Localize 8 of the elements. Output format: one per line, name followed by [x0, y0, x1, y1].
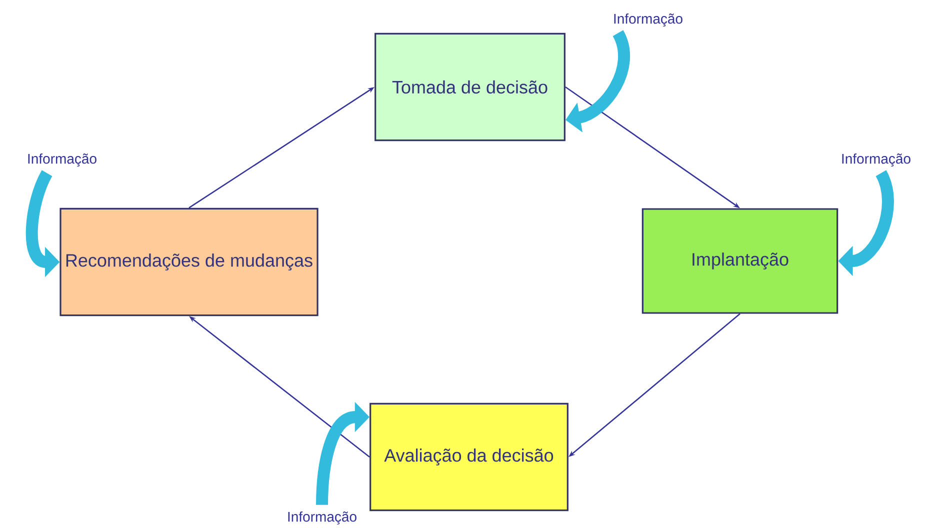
info-label: Informação — [842, 153, 910, 167]
info-label: Informação — [288, 511, 356, 525]
process-box: Tomada de decisão — [374, 32, 566, 142]
process-box: Avaliação da decisão — [370, 402, 568, 512]
info-label: Informação — [28, 153, 96, 167]
info-label: Informação — [614, 13, 682, 27]
process-box: Implantação — [642, 208, 838, 314]
process-box: Recomendações de mudanças — [60, 208, 318, 316]
